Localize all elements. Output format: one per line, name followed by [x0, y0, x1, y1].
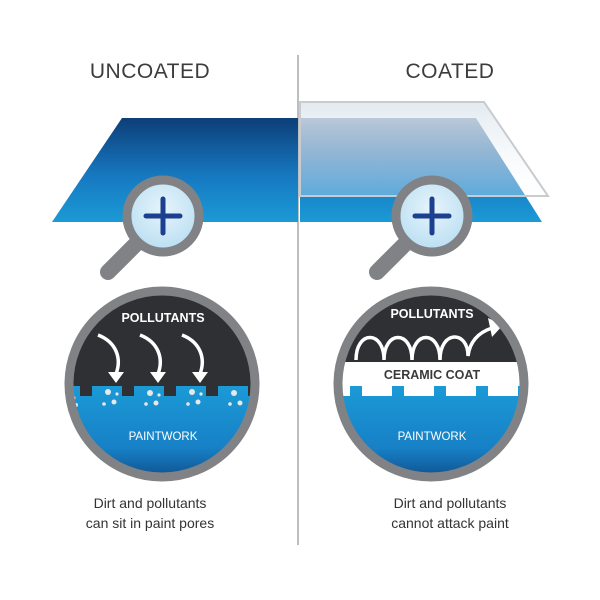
coated-heading: COATED: [405, 60, 495, 83]
uncoated-closeup: [64, 286, 260, 482]
ceramic-coat-layer: [299, 101, 550, 197]
ceramic-coat-label: CERAMIC COAT: [384, 368, 481, 382]
coated-caption-line1: Dirt and pollutants: [393, 495, 507, 511]
arrow-icon: [108, 372, 124, 383]
arrow-icon: [488, 318, 503, 337]
coated-caption: Dirt and pollutants cannot attack paint: [300, 493, 600, 533]
coated-pollutants-label: POLLUTANTS: [390, 307, 473, 321]
arrow-icon: [150, 372, 166, 383]
uncoated-paintwork-label: PAINTWORK: [129, 431, 198, 443]
magnifier-icon: [100, 175, 204, 280]
uncoated-caption-line2: can sit in paint pores: [85, 515, 215, 531]
magnifier-icon: [369, 175, 473, 280]
uncoated-caption-line1: Dirt and pollutants: [93, 495, 207, 511]
uncoated-heading: UNCOATED: [89, 60, 211, 83]
arrow-icon: [192, 372, 208, 383]
coated-caption-line2: cannot attack paint: [391, 515, 509, 531]
arrow-icon: [97, 333, 204, 375]
uncoated-caption: Dirt and pollutants can sit in paint por…: [0, 493, 300, 533]
arrow-icon: [354, 326, 493, 361]
plus-icon: [143, 196, 183, 236]
uncoated-pollutants-label: POLLUTANTS: [121, 311, 204, 325]
coated-paintwork-label: PAINTWORK: [398, 431, 467, 443]
plus-icon: [412, 196, 452, 236]
uncoated-surface: [52, 118, 298, 222]
